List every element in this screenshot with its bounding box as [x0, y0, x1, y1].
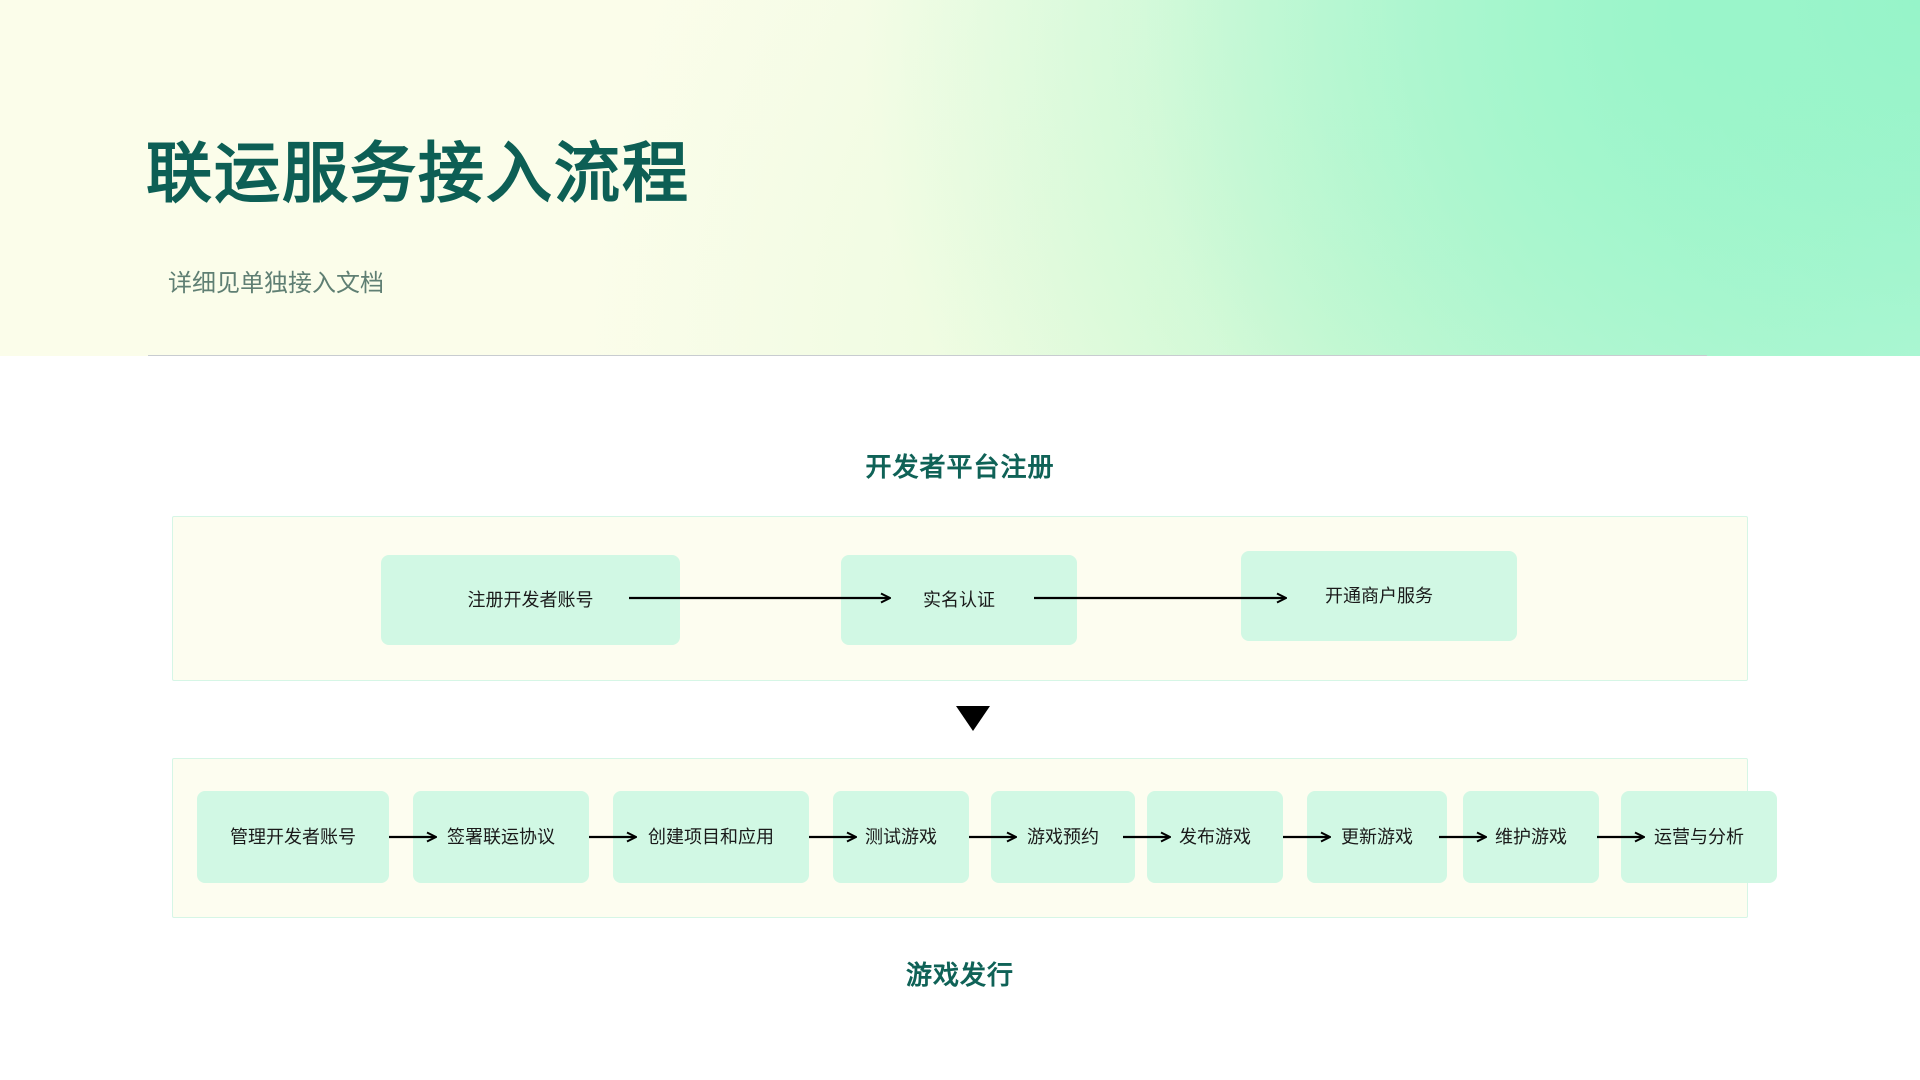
flow-node-label: 测试游戏 — [865, 827, 937, 847]
flow-node-label: 创建项目和应用 — [648, 827, 774, 847]
flow-node-label: 管理开发者账号 — [230, 827, 356, 847]
flow-node[interactable]: 更新游戏 — [1307, 791, 1447, 883]
section-label-game-publishing: 游戏发行 — [905, 960, 1014, 990]
flow-node-label: 更新游戏 — [1341, 827, 1413, 847]
flow-node[interactable]: 管理开发者账号 — [197, 791, 389, 883]
flow-node[interactable]: 签署联运协议 — [413, 791, 589, 883]
flow-row-game-publishing: 管理开发者账号 签署联运协议 创建项目和应用 测试游戏 游戏预约 发布游戏 更新游戏 维护游戏… — [172, 758, 1777, 918]
flow-node-label: 开通商户服务 — [1325, 586, 1433, 606]
section-label-developer-registration: 开发者平台注册 — [865, 452, 1055, 482]
page-header: 联运服务接入流程 详细见单独接入文档 — [0, 0, 1920, 356]
flow-node-label: 注册开发者账号 — [467, 590, 594, 610]
flow-row-developer-registration: 注册开发者账号 实名认证 开通商户服务 — [172, 516, 1748, 681]
page-title: 联运服务接入流程 — [146, 136, 690, 210]
flow-node[interactable]: 运营与分析 — [1621, 791, 1777, 883]
flow-node-label: 游戏预约 — [1027, 827, 1099, 847]
flow-node-label: 发布游戏 — [1179, 827, 1251, 847]
flow-node[interactable]: 创建项目和应用 — [613, 791, 809, 883]
page-subtitle: 详细见单独接入文档 — [168, 270, 384, 297]
header-divider — [148, 355, 1707, 356]
flow-node[interactable]: 注册开发者账号 — [381, 555, 680, 645]
flow-node[interactable]: 开通商户服务 — [1241, 551, 1517, 641]
flow-node-label: 签署联运协议 — [447, 827, 555, 847]
flow-node-label: 运营与分析 — [1654, 827, 1744, 847]
flow-node[interactable]: 游戏预约 — [991, 791, 1135, 883]
triangle-down-icon — [956, 706, 990, 731]
flow-node[interactable]: 发布游戏 — [1147, 791, 1283, 883]
flow-node[interactable]: 测试游戏 — [833, 791, 969, 883]
flow-node[interactable]: 维护游戏 — [1463, 791, 1599, 883]
flow-node[interactable]: 实名认证 — [841, 555, 1077, 645]
flow-node-label: 实名认证 — [923, 590, 995, 610]
flow-node-label: 维护游戏 — [1495, 827, 1567, 847]
